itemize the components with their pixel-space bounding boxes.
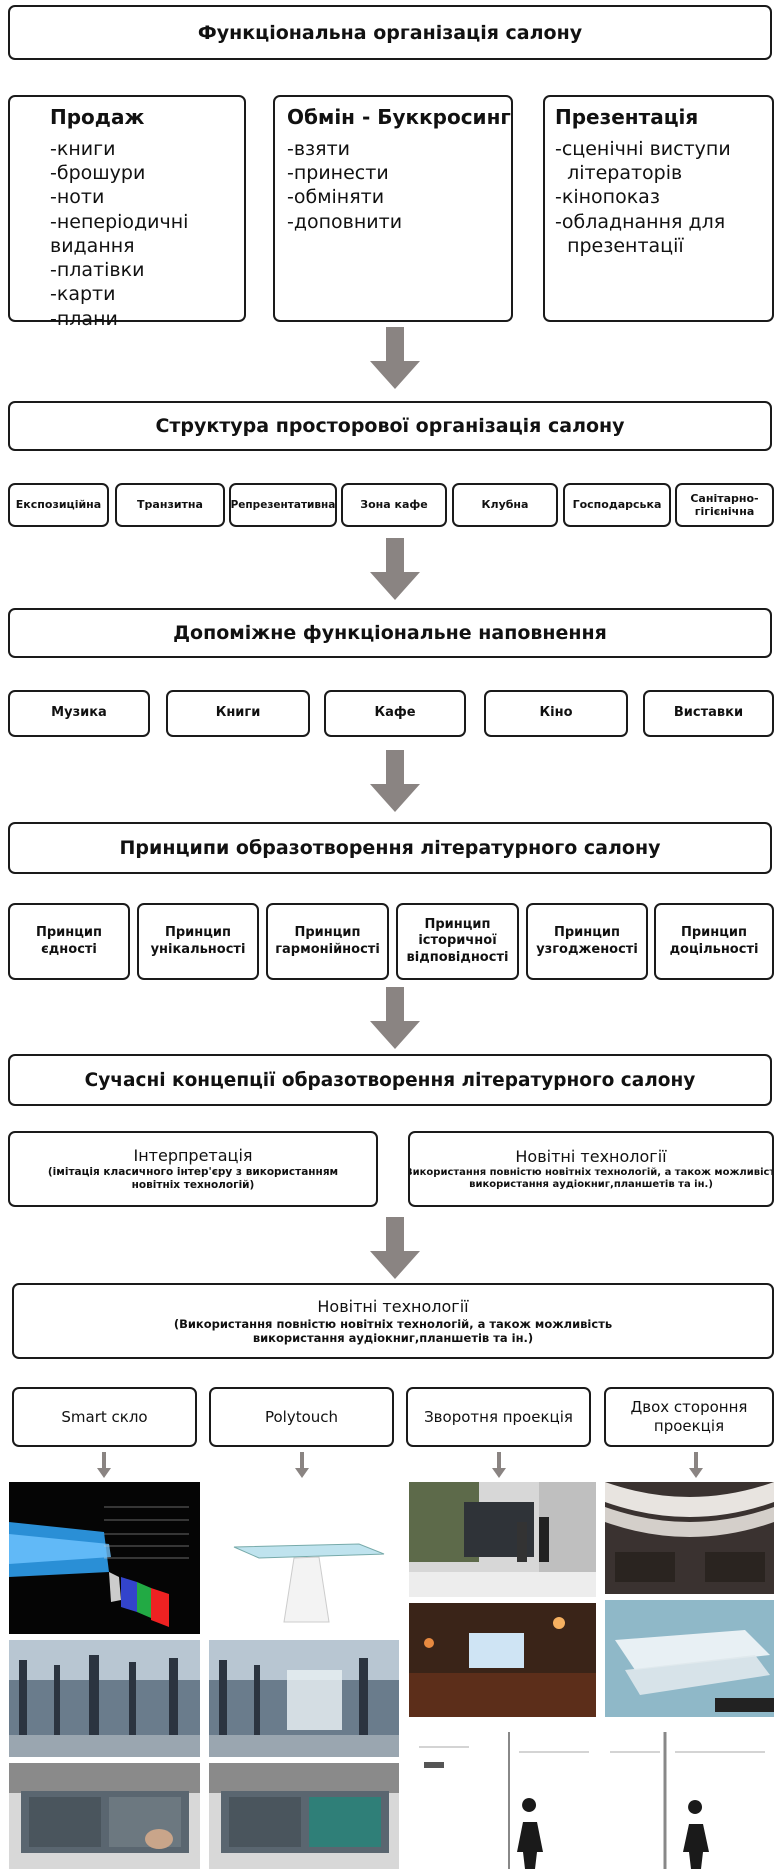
principle-historical: Принцип історичної відповідності [396, 903, 519, 980]
concept-new-tech-desc: (Використання повністю новітніх технолог… [408, 1166, 772, 1191]
new-technologies-box: Новітні технології (Використання повніст… [12, 1283, 774, 1359]
tech-double-sided-projection: Двох стороння проекція [604, 1387, 774, 1447]
principle-consistency: Принцип узгодженості [526, 903, 648, 980]
down-arrow-icon [370, 327, 420, 389]
polytouch-hall-image [209, 1640, 399, 1757]
aux-books: Книги [166, 690, 310, 737]
list-item: -взяти [287, 137, 351, 160]
zone-transit: Транзитна [115, 483, 225, 527]
list-item: -доповнити [287, 210, 403, 233]
exchange-bookcrossing-column: Обмін - Буккросинг -взяти -принести -обм… [273, 95, 513, 322]
rear-projection-room-image [409, 1603, 596, 1717]
polytouch-panel-image [209, 1763, 399, 1869]
list-item: -обміняти [287, 186, 385, 209]
down-arrow-icon [689, 1452, 703, 1478]
principles-title: Принципи образотворення літературного са… [8, 822, 772, 874]
zone-representative: Репрезентативна [229, 483, 337, 527]
concept-interpretation-desc: (імітація класичного інтер'єру з викорис… [47, 1165, 339, 1191]
tech-smart-glass: Smart скло [12, 1387, 197, 1447]
down-arrow-icon [492, 1452, 506, 1478]
concept-interpretation-title: Інтерпретація [133, 1145, 253, 1165]
double-projection-scheme-image [605, 1722, 774, 1869]
tech-rear-projection: Зворотня проекція [406, 1387, 591, 1447]
zone-cafe: Зона кафе [341, 483, 447, 527]
aux-cinema: Кіно [484, 690, 628, 737]
list-item: -брошури [50, 161, 146, 184]
list-item: -обладнання для [555, 210, 726, 233]
zone-exposition: Експозиційна [8, 483, 109, 527]
sales-title: Продаж [50, 105, 145, 129]
list-item: -ноти [50, 186, 105, 209]
auxiliary-filling-title: Допоміжне функціональне наповнення [8, 608, 772, 658]
concepts-title: Сучасні концепції образотворення літерат… [8, 1054, 772, 1106]
list-item: -кінопоказ [555, 186, 660, 209]
zone-sanitary: Санітарно- гігієнічна [675, 483, 774, 527]
principle-expediency: Принцип доцільності [654, 903, 774, 980]
aux-exhibitions: Виставки [643, 690, 774, 737]
double-projection-layers-image [605, 1600, 774, 1717]
list-item: -неперіодичні [50, 210, 189, 233]
list-item: -принести [287, 161, 389, 184]
list-item: презентації [555, 234, 684, 257]
smart-glass-panel-image-1 [9, 1763, 200, 1869]
new-tech-desc: (Використання повністю новітніх технолог… [173, 1316, 613, 1345]
list-item: -платівки [50, 259, 145, 282]
rear-projection-street-image [409, 1482, 596, 1597]
presentation-title: Презентація [555, 105, 699, 129]
list-item: -книги [50, 137, 116, 160]
smart-glass-hall-image-1 [9, 1640, 200, 1757]
spatial-structure-title: Структура просторової організація салону [8, 401, 772, 451]
zone-utility: Господарська [563, 483, 671, 527]
concept-interpretation: Інтерпретація (імітація класичного інтер… [8, 1131, 378, 1207]
tech-polytouch: Polytouch [209, 1387, 394, 1447]
exchange-title: Обмін - Буккросинг [287, 105, 511, 129]
down-arrow-icon [370, 538, 420, 600]
new-tech-title: Новітні технології [317, 1296, 469, 1316]
principle-harmony: Принцип гармонійності [266, 903, 389, 980]
double-projection-interior-image [605, 1482, 774, 1594]
down-arrow-icon [295, 1452, 309, 1478]
concept-new-technologies: Новітні технології (Використання повніст… [408, 1131, 774, 1207]
aux-music: Музика [8, 690, 150, 737]
smart-glass-layers-image [9, 1482, 200, 1634]
principle-unity: Принцип єдності [8, 903, 130, 980]
aux-cafe: Кафе [324, 690, 466, 737]
down-arrow-icon [97, 1452, 111, 1478]
down-arrow-icon [370, 1217, 420, 1279]
presentation-column: Презентація -сценічні виступи літераторі… [543, 95, 774, 322]
principle-uniqueness: Принцип унікальності [137, 903, 259, 980]
functional-organization-title: Функціональна організація салону [8, 5, 772, 60]
sales-column: Продаж -книги -брошури -ноти -неперіодич… [8, 95, 246, 330]
list-item: видання [50, 234, 135, 257]
list-item: -сценічні виступи [555, 137, 731, 160]
list-item: -плани [50, 307, 118, 330]
down-arrow-icon [370, 987, 420, 1049]
list-item: -карти [50, 283, 116, 306]
rear-projection-scheme-image [409, 1722, 596, 1869]
zone-club: Клубна [452, 483, 558, 527]
list-item: літераторів [555, 161, 683, 184]
down-arrow-icon [370, 750, 420, 812]
concept-new-tech-title: Новітні технології [515, 1146, 667, 1166]
polytouch-table-image [209, 1482, 399, 1634]
